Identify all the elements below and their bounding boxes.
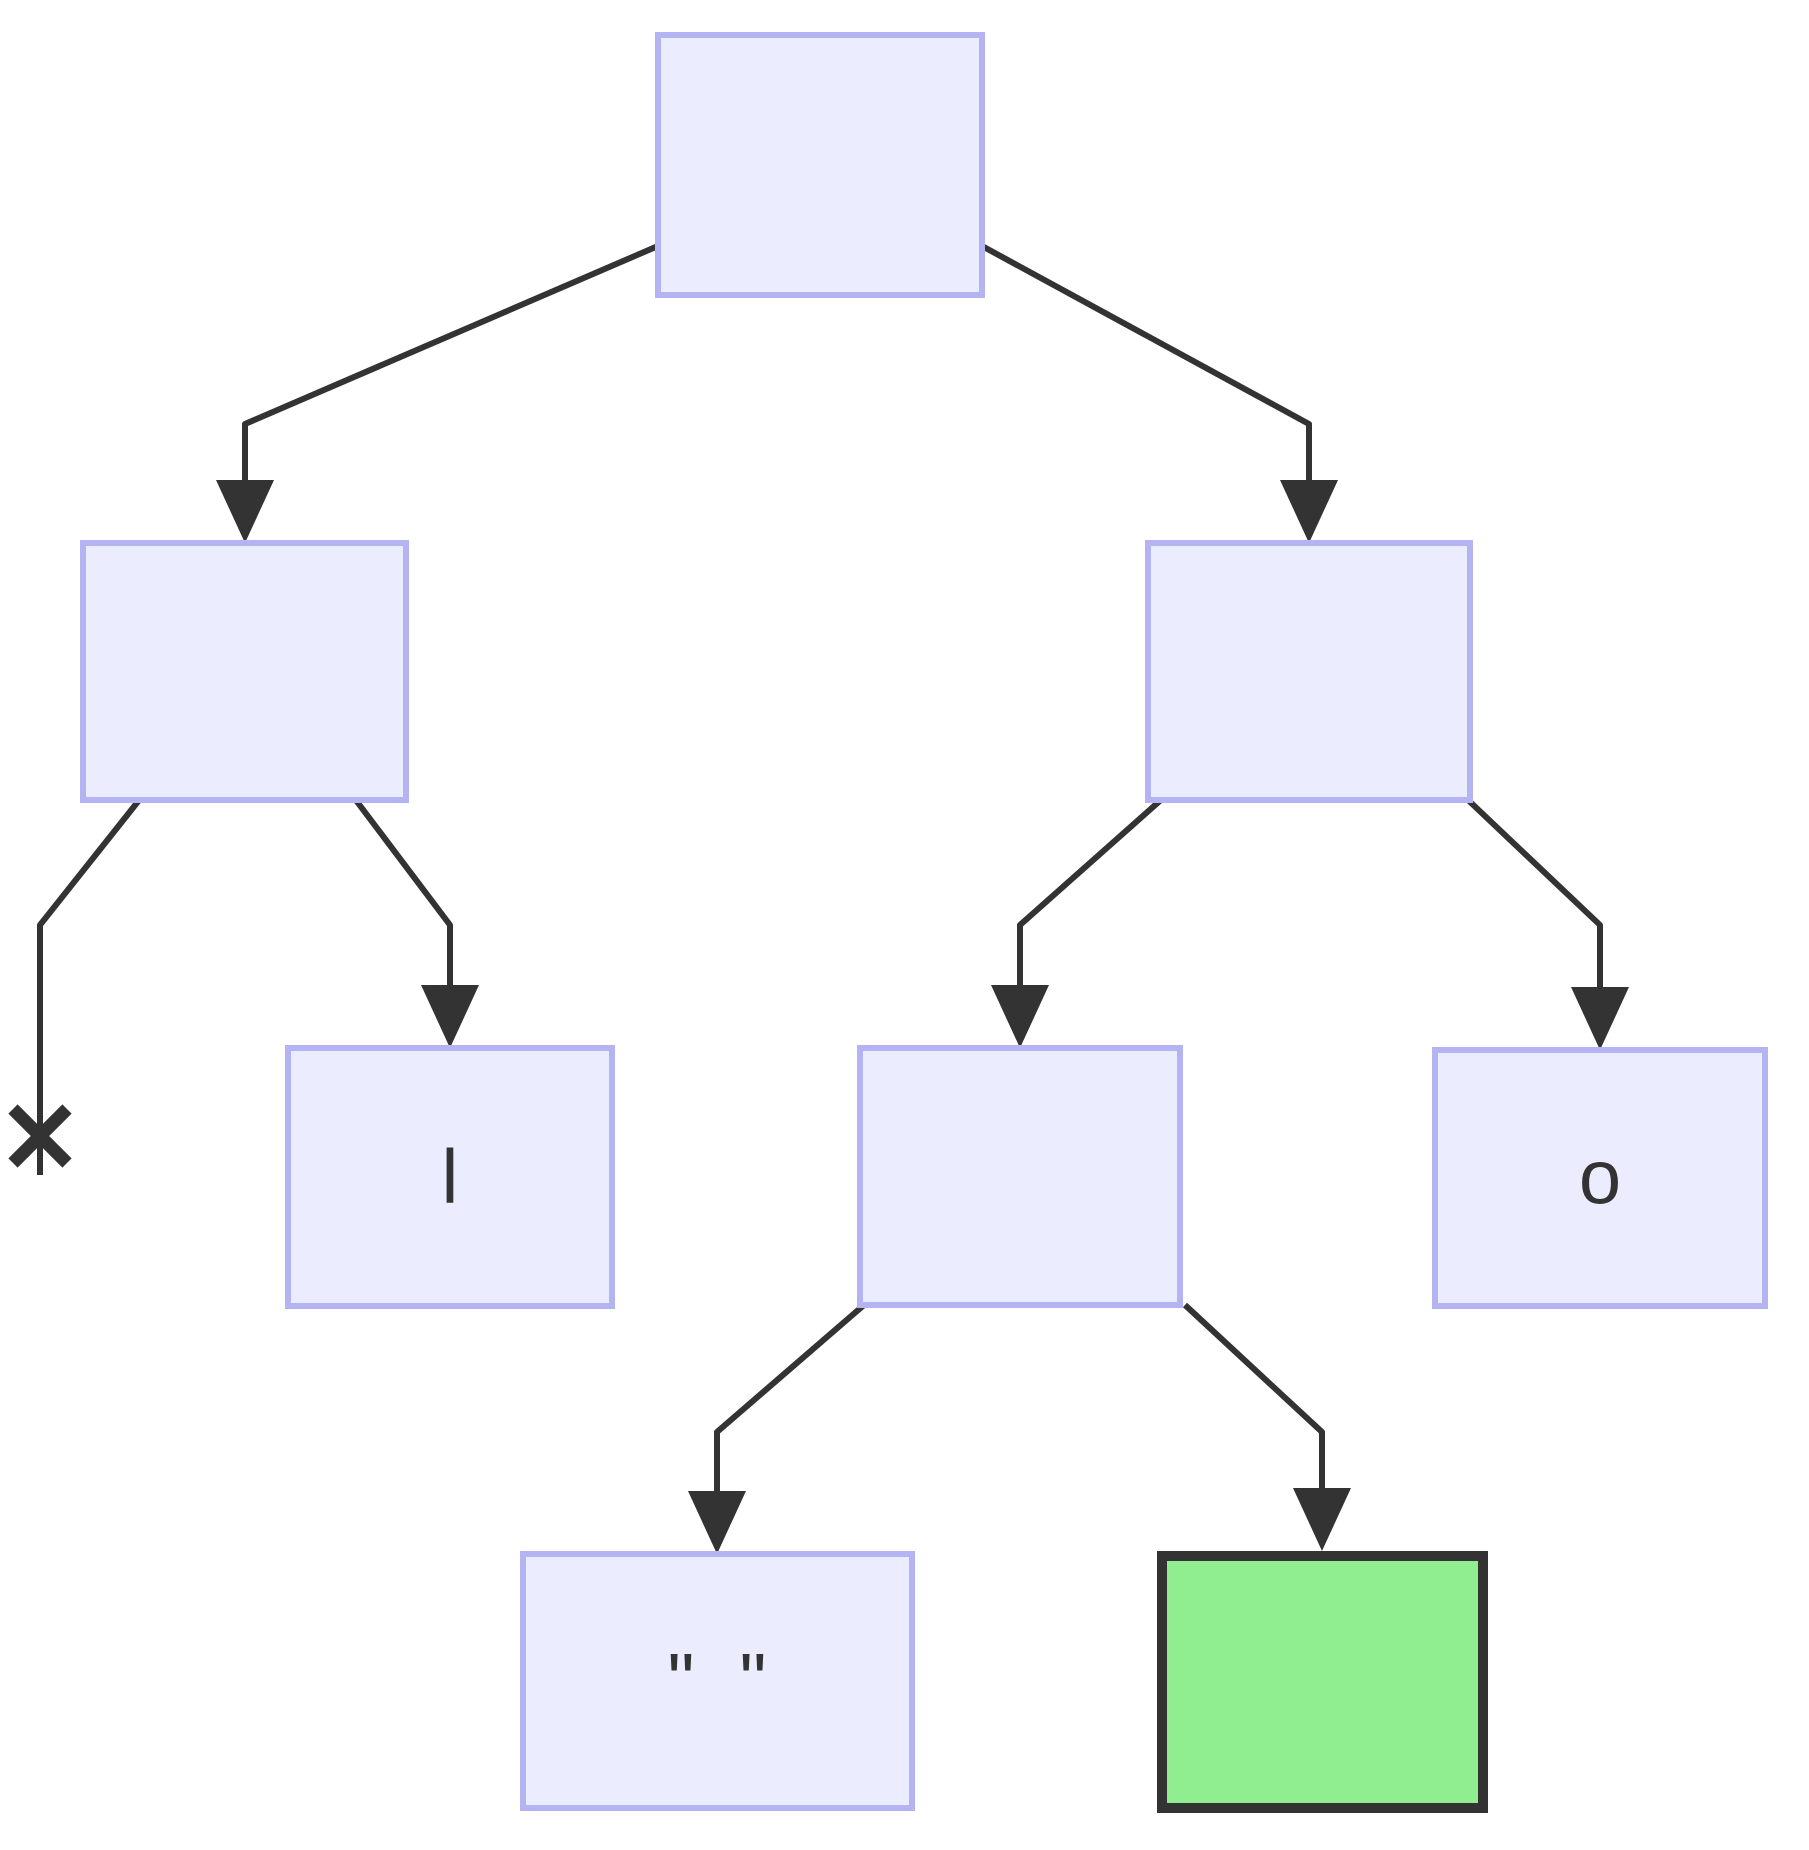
null-cross-icon — [8, 1104, 72, 1168]
tree-node-middle — [857, 1045, 1183, 1308]
tree-node-left — [80, 540, 409, 803]
edge-left-leaf-l — [352, 797, 453, 987]
arrowhead-icon — [688, 1491, 746, 1554]
tree-node-leaf-highlight — [1157, 1551, 1488, 1813]
tree-node-leaf-space: " " — [520, 1551, 915, 1811]
edge-root-left — [242, 243, 660, 482]
tree-node-root — [655, 32, 985, 298]
arrowhead-icon — [1293, 1488, 1351, 1551]
node-label: " " — [667, 1639, 766, 1724]
edge-right-leaf-o — [1464, 796, 1603, 989]
tree-node-leaf-o: o — [1432, 1047, 1768, 1309]
node-box-highlighted — [1157, 1551, 1488, 1813]
node-box — [520, 1551, 915, 1811]
edge-middle-leaf-space — [714, 1302, 866, 1493]
edge-root-right — [980, 243, 1312, 482]
node-box — [857, 1045, 1183, 1308]
arrowhead-icon — [1280, 480, 1338, 543]
arrowhead-icon — [991, 985, 1049, 1048]
tree-node-leaf-l: l — [285, 1045, 615, 1309]
arrowhead-icon — [1571, 987, 1629, 1050]
edge-middle-leaf-highlight — [1182, 1302, 1325, 1490]
edge-left-null — [37, 797, 143, 1175]
node-box — [655, 32, 985, 298]
node-box — [1432, 1047, 1768, 1309]
node-label: l — [442, 1135, 459, 1220]
arrowhead-icon — [216, 480, 274, 543]
tree-node-right — [1145, 540, 1473, 803]
node-box — [1145, 540, 1473, 803]
node-box — [80, 540, 409, 803]
node-label: o — [1579, 1136, 1621, 1221]
node-box — [285, 1045, 615, 1309]
edge-right-middle — [1017, 796, 1164, 987]
edges-layer — [8, 243, 1629, 1554]
arrowhead-icon — [421, 985, 479, 1048]
